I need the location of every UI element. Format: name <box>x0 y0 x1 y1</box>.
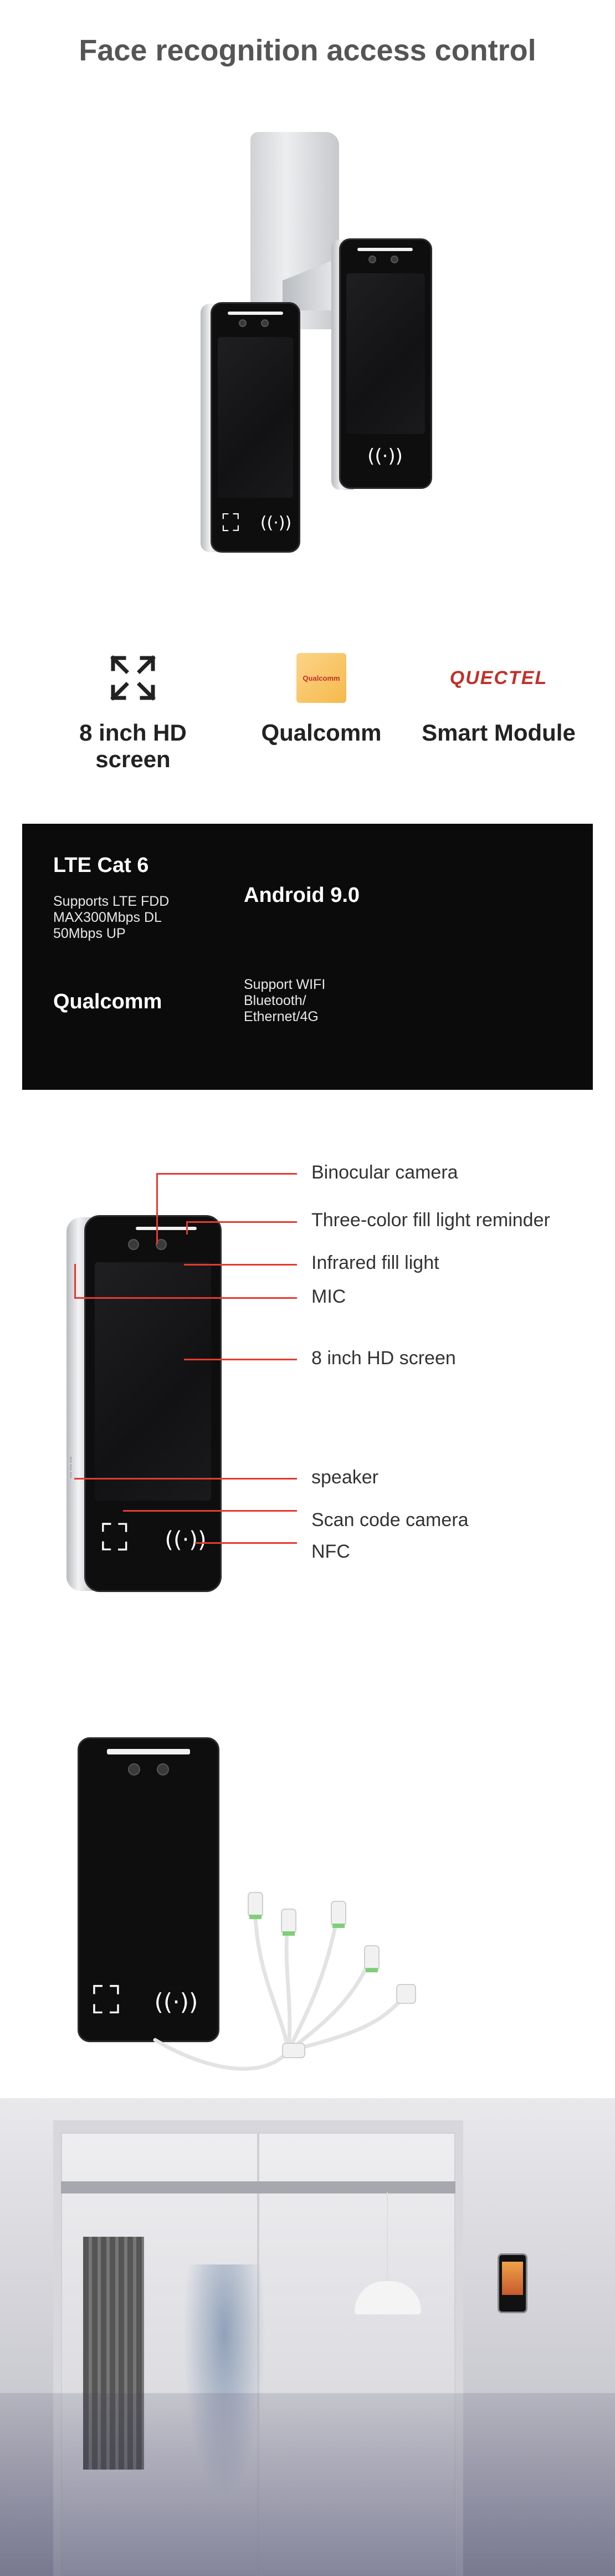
wall-mounted-device <box>498 2253 527 2313</box>
label-speaker: speaker <box>311 1467 378 1488</box>
feature-screen: 8 inch HD screen <box>39 653 227 773</box>
fill-light-bar <box>357 248 413 251</box>
scan-frame-icon: ⛶ <box>101 1516 128 1560</box>
callout-line <box>186 1221 188 1235</box>
device-left-front: ⛶ ((·)) <box>211 302 300 553</box>
cable-harness-icon <box>153 1892 416 2071</box>
label-binocular-camera: Binocular camera <box>311 1162 458 1183</box>
feature-module: QUECTEL Smart Module <box>404 653 593 746</box>
device-right-front: ((·)) <box>339 238 432 489</box>
callout-line <box>74 1297 297 1299</box>
label-mic: MIC <box>311 1286 346 1307</box>
speaker-grille-icon: ⁞⁞⁞ <box>70 1455 72 1480</box>
spec-panel: LTE Cat 6 Supports LTE FDD MAX300Mbps DL… <box>22 824 593 1090</box>
fill-light-bar <box>228 312 283 315</box>
camera-lens <box>239 319 247 327</box>
label-infrared-fill-light: Infrared fill light <box>311 1252 439 1273</box>
camera-lens <box>128 1763 140 1776</box>
spec-lte-title: LTE Cat 6 <box>53 854 149 877</box>
nfc-icon: ((·)) <box>165 1527 207 1553</box>
spec-android-title: Android 9.0 <box>244 884 360 907</box>
device-screen-active <box>502 2262 523 2295</box>
door-frame-top <box>53 2120 463 2133</box>
person-silhouette <box>183 2264 266 2497</box>
camera-lens <box>156 1239 167 1250</box>
camera-lens <box>368 256 376 263</box>
feature-label: Smart Module <box>422 720 576 746</box>
scan-frame-icon: ⛶ <box>93 1977 120 2023</box>
quectel-logo-wrap: QUECTEL <box>404 653 593 703</box>
camera-lens <box>261 319 269 327</box>
callout-line <box>156 1173 297 1175</box>
scan-frame-icon: ⛶ <box>222 509 239 537</box>
feature-qualcomm: Qualcomm Qualcomm <box>227 653 416 746</box>
spec-wifi-desc: Support WIFI Bluetooth/ Ethernet/4G <box>244 977 326 1024</box>
cable-device-front: ⛶ ((·)) <box>78 1737 219 2042</box>
callout-line <box>123 1510 297 1512</box>
feature-label: 8 inch HD screen <box>79 720 187 772</box>
diagram-device-front: ⛶ ((·)) <box>84 1215 222 1592</box>
expand-arrows-icon <box>39 653 227 703</box>
nfc-icon: ((·)) <box>260 513 292 533</box>
door-frame-right <box>455 2120 463 2576</box>
callout-line <box>195 1542 297 1544</box>
callout-line <box>156 1173 158 1244</box>
label-fill-light-reminder: Three-color fill light reminder <box>311 1210 550 1231</box>
feature-label: Qualcomm <box>261 720 382 746</box>
callout-line <box>186 1221 297 1223</box>
lamp-cord <box>387 2192 388 2281</box>
callout-line <box>74 1478 297 1480</box>
page-title: Face recognition access control <box>79 34 536 67</box>
camera-lens <box>391 256 398 263</box>
label-nfc: NFC <box>311 1541 350 1562</box>
fill-light-bar <box>136 1227 197 1230</box>
callout-line <box>74 1264 76 1297</box>
fill-light-bar <box>107 1749 190 1754</box>
nfc-icon: ((·)) <box>154 1988 198 2016</box>
callout-line <box>184 1359 297 1360</box>
spec-qualcomm-title: Qualcomm <box>53 990 162 1013</box>
qualcomm-logo: Qualcomm <box>296 653 346 703</box>
door-rail <box>61 2181 455 2194</box>
door-frame-left <box>53 2120 61 2576</box>
radiator <box>83 2237 144 2470</box>
camera-lens <box>157 1763 169 1776</box>
qualcomm-logo-wrap: Qualcomm <box>227 653 416 703</box>
installation-scene <box>0 2098 615 2576</box>
callout-line <box>184 1264 297 1266</box>
glass-door-right <box>258 2133 455 2576</box>
spec-lte-desc: Supports LTE FDD MAX300Mbps DL 50Mbps UP <box>53 894 170 941</box>
label-hd-screen: 8 inch HD screen <box>311 1348 456 1369</box>
label-scan-code-camera: Scan code camera <box>311 1509 469 1531</box>
camera-lens <box>128 1239 139 1250</box>
nfc-icon: ((·)) <box>367 445 403 467</box>
floor <box>0 2393 615 2576</box>
device-screen <box>95 1262 211 1501</box>
device-screen <box>346 273 425 434</box>
quectel-logo: QUECTEL <box>449 667 548 688</box>
device-screen <box>218 337 293 498</box>
